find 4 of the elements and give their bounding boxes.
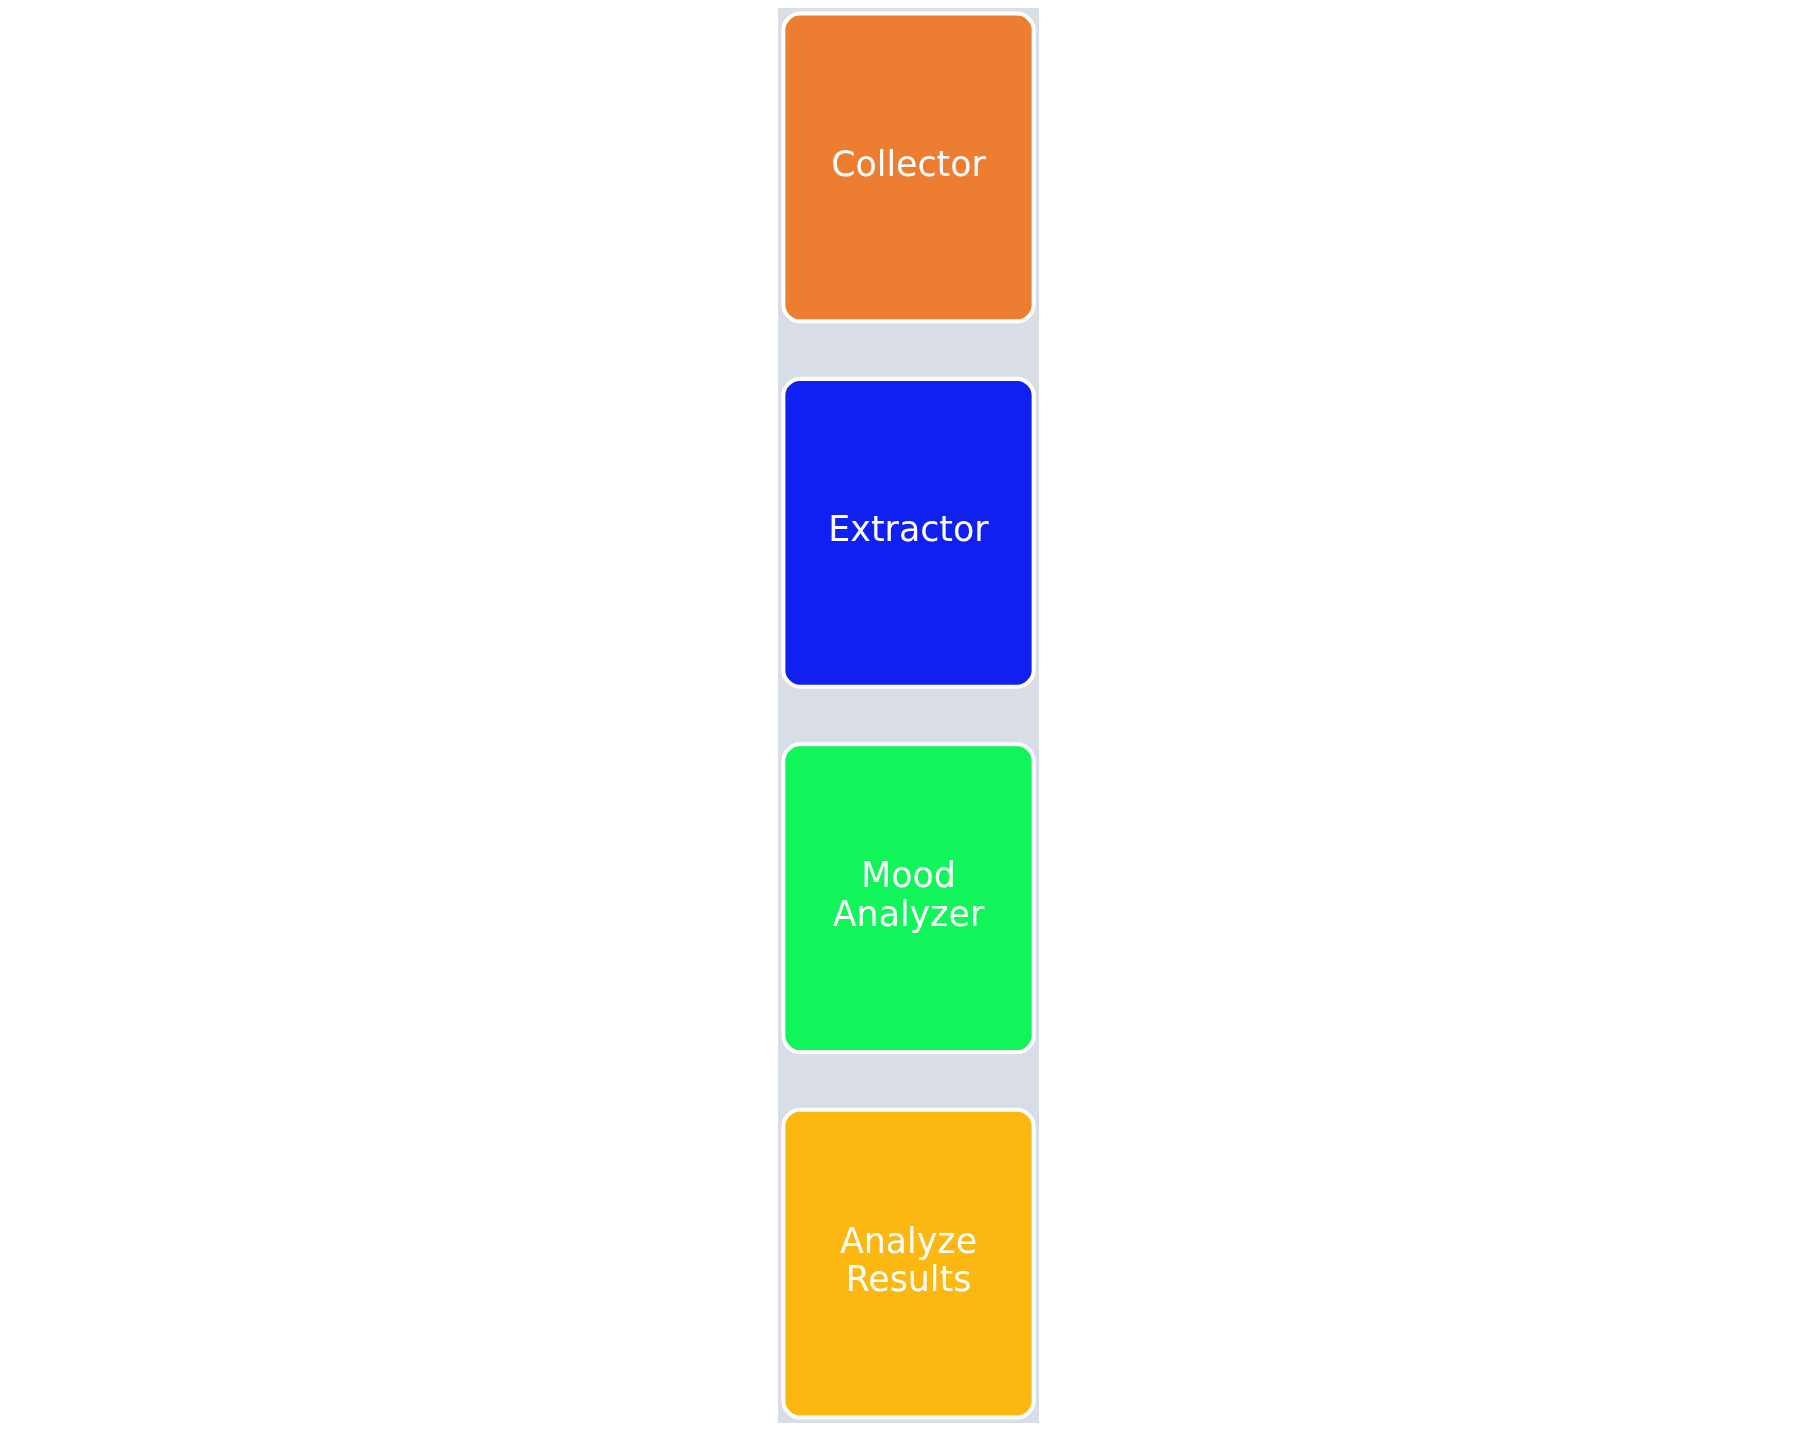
node-box: Collector [780, 11, 1036, 324]
node-box: Extractor [780, 376, 1036, 689]
node-box: Analyze Results [780, 1107, 1036, 1420]
node-box: Mood Analyzer [780, 742, 1036, 1055]
